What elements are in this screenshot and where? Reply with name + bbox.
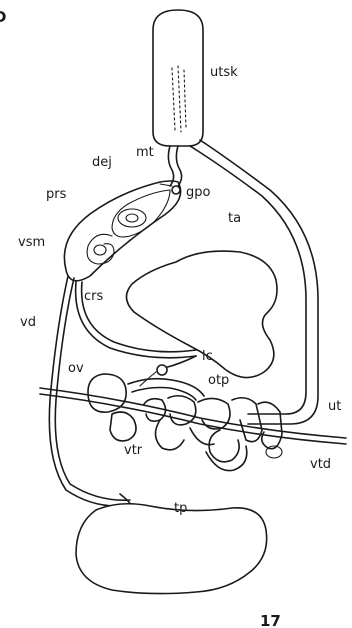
genital-pore: [172, 186, 180, 194]
terminal-pad: [76, 504, 267, 594]
panel-mark: D: [0, 8, 6, 26]
label-lc: lc: [202, 349, 213, 364]
label-mt: mt: [136, 145, 154, 160]
uterine-sac: [153, 10, 203, 146]
vitelline-reservoir: [110, 412, 136, 441]
label-vtd: vtd: [310, 457, 331, 472]
uterine-coils: [144, 396, 282, 471]
label-otp: otp: [208, 373, 229, 388]
label-vsm: vsm: [18, 235, 45, 250]
label-ov: ov: [68, 361, 84, 376]
laurer-canal: [140, 356, 196, 386]
label-utsk: utsk: [210, 65, 238, 80]
label-vd: vd: [20, 315, 36, 330]
label-crs: crs: [84, 289, 103, 304]
label-ut: ut: [328, 399, 341, 414]
label-prs: prs: [46, 187, 67, 202]
figure-number: 17: [260, 612, 281, 628]
ootype-complex: [128, 379, 204, 400]
label-ta: ta: [228, 211, 241, 226]
label-dej: dej: [92, 155, 112, 170]
label-tp: tp: [174, 501, 187, 516]
label-gpo: gpo: [186, 185, 211, 200]
label-vtr: vtr: [124, 443, 143, 458]
